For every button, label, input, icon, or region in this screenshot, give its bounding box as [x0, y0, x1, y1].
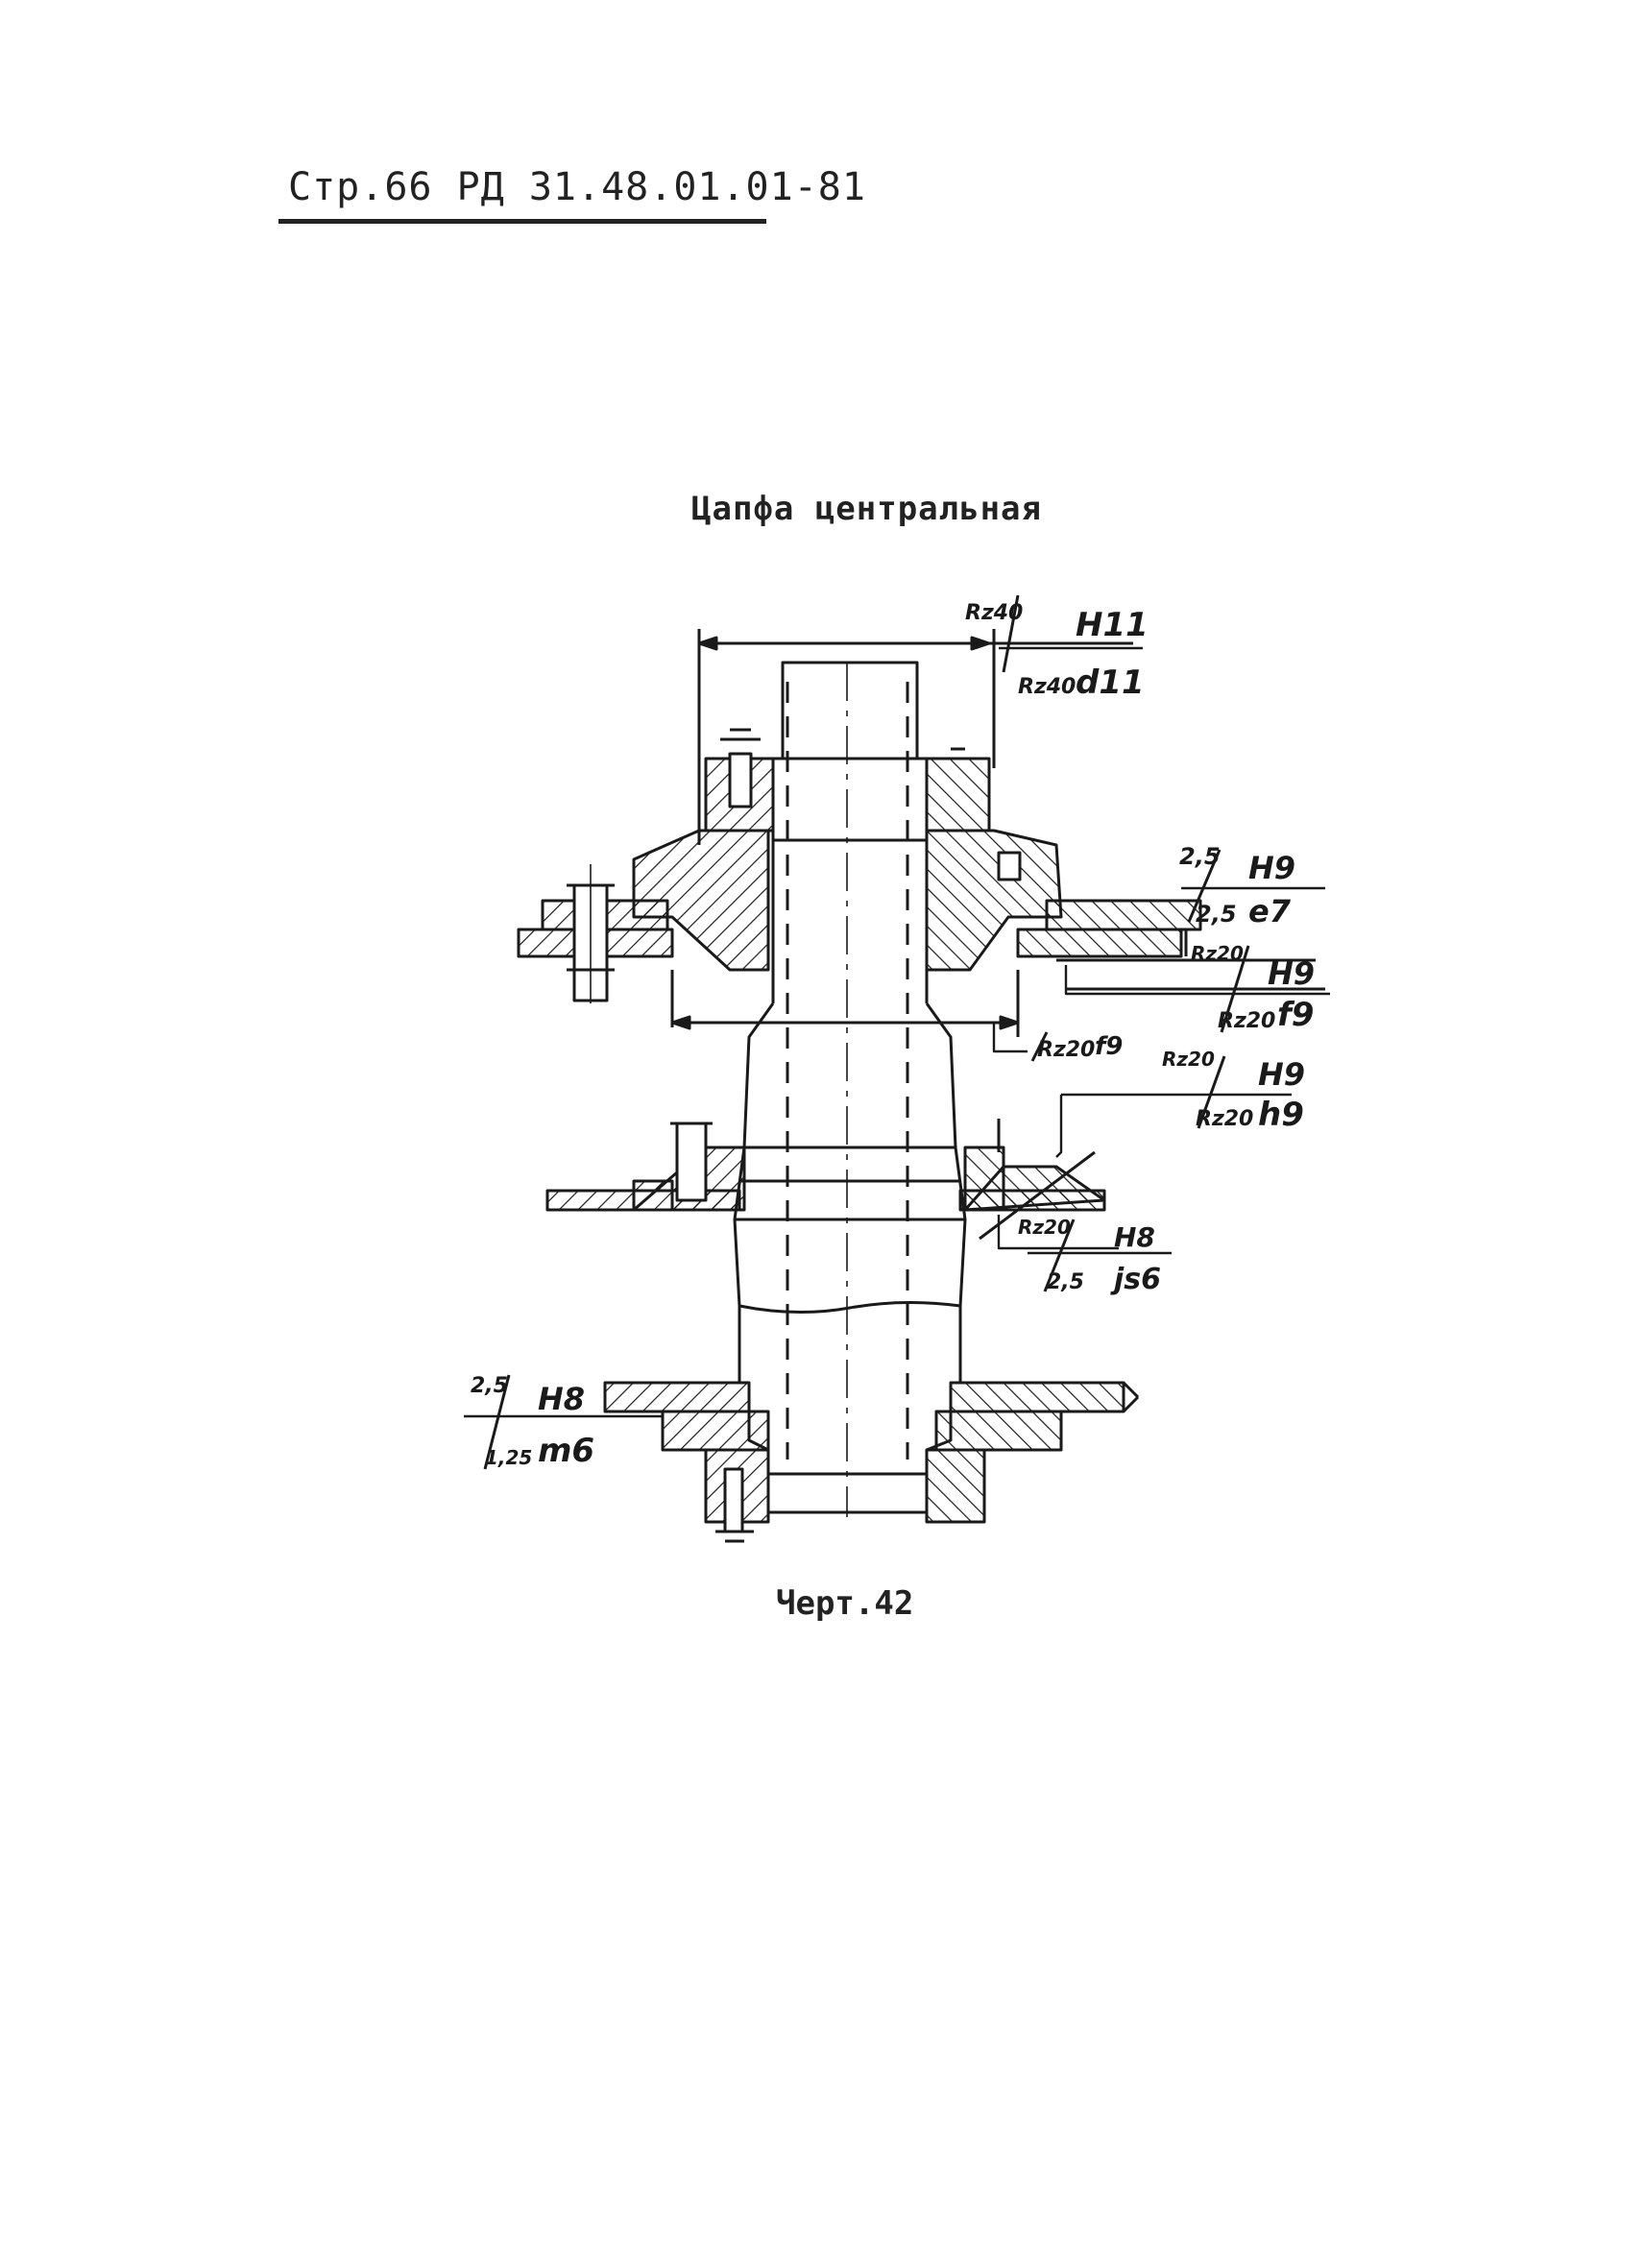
f4-tol: f9: [1095, 1032, 1123, 1061]
flange-dimension: [670, 970, 1020, 1037]
bottom-nut: [704, 1448, 986, 1543]
drawing-title: Цапфа центральная: [691, 490, 1042, 528]
top-dimension-line: [697, 629, 1133, 845]
f5-tol-bottom: h9: [1258, 1096, 1304, 1134]
f6-tol-bottom: js6: [1110, 1263, 1161, 1296]
fit-annotation-4: Rz20 f9: [1030, 1031, 1123, 1062]
header-underline: [278, 219, 766, 224]
f7-rough-bottom: 1,25: [485, 1446, 532, 1469]
f3-tol-top: H9: [1268, 955, 1315, 992]
fit-annotation-1: Rz40 H11 Rz40 d11: [965, 594, 1149, 702]
f1-tol-top: H11: [1076, 606, 1149, 644]
f7-tol-bottom: m6: [538, 1432, 594, 1470]
f6-rough-bottom: 2,5: [1047, 1270, 1084, 1294]
fit-annotation-2: 2,5 H9 2,5 e7: [1179, 843, 1325, 929]
fit-annotation-5: Rz20 H9 Rz20 h9: [1162, 1048, 1305, 1134]
f4-rough: Rz20: [1037, 1038, 1095, 1062]
fit-annotation-3: Rz20 H9 Rz20 f9: [1191, 942, 1330, 1034]
f3-rough-top: Rz20: [1191, 942, 1244, 965]
shaft: [733, 661, 967, 1517]
f5-tol-top: H9: [1258, 1056, 1305, 1093]
f1-rough-bottom: Rz40: [1018, 675, 1076, 699]
f6-tol-top: H8: [1114, 1221, 1155, 1253]
fit-annotation-7: 2,5 H8 1,25 m6: [471, 1374, 594, 1470]
f5-rough-top: Rz20: [1162, 1048, 1215, 1071]
fit-annotation-6: Rz20 H8 2,5 js6: [1018, 1216, 1172, 1296]
upper-housing: [517, 829, 1325, 1003]
f5-rough-bottom: Rz20: [1196, 1107, 1253, 1131]
top-nut: [704, 728, 991, 832]
f6-rough-top: Rz20: [1018, 1216, 1071, 1239]
middle-housing: [545, 1119, 1106, 1241]
page-header: Стр.66 РД 31.48.01.01-81: [288, 165, 866, 209]
f7-tol-top: H8: [538, 1381, 585, 1417]
f2-tol-bottom: e7: [1248, 893, 1292, 929]
f3-tol-bottom: f9: [1277, 996, 1314, 1034]
f7-rough-top: 2,5: [471, 1374, 508, 1398]
f1-tol-bottom: d11: [1076, 664, 1145, 702]
drawing-caption: Черт.42: [776, 1584, 914, 1623]
f2-rough-bottom: 2,5: [1196, 901, 1237, 928]
lower-plate: [603, 1381, 1140, 1452]
f3-rough-bottom: Rz20: [1218, 1009, 1275, 1033]
f2-tol-top: H9: [1248, 850, 1295, 886]
